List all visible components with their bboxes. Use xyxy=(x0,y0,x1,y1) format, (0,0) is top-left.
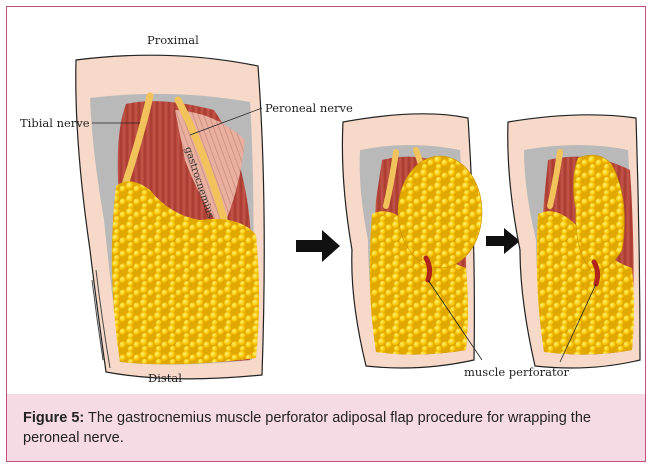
peroneal-nerve-label: Peroneal nerve xyxy=(265,101,353,115)
panel-stage-2 xyxy=(342,114,482,368)
figure-illustration: Proximal Distal Tibial nerve Peroneal ne… xyxy=(0,0,654,394)
distal-label: Distal xyxy=(148,371,182,385)
panel-stage-1 xyxy=(76,55,264,379)
caption-text: The gastrocnemius muscle perforator adip… xyxy=(23,410,591,446)
caption-label: Figure 5: xyxy=(23,410,84,426)
proximal-label: Proximal xyxy=(147,33,199,47)
arrow-icon xyxy=(486,228,520,254)
arrow-icon xyxy=(296,230,340,262)
muscle-perforator-label: muscle perforator xyxy=(464,365,570,379)
panel-stage-3 xyxy=(508,115,640,368)
tibial-nerve-label: Tibial nerve xyxy=(20,116,90,130)
adipose-flap xyxy=(398,156,482,268)
figure-caption: Figure 5: The gastrocnemius muscle perfo… xyxy=(6,394,646,462)
